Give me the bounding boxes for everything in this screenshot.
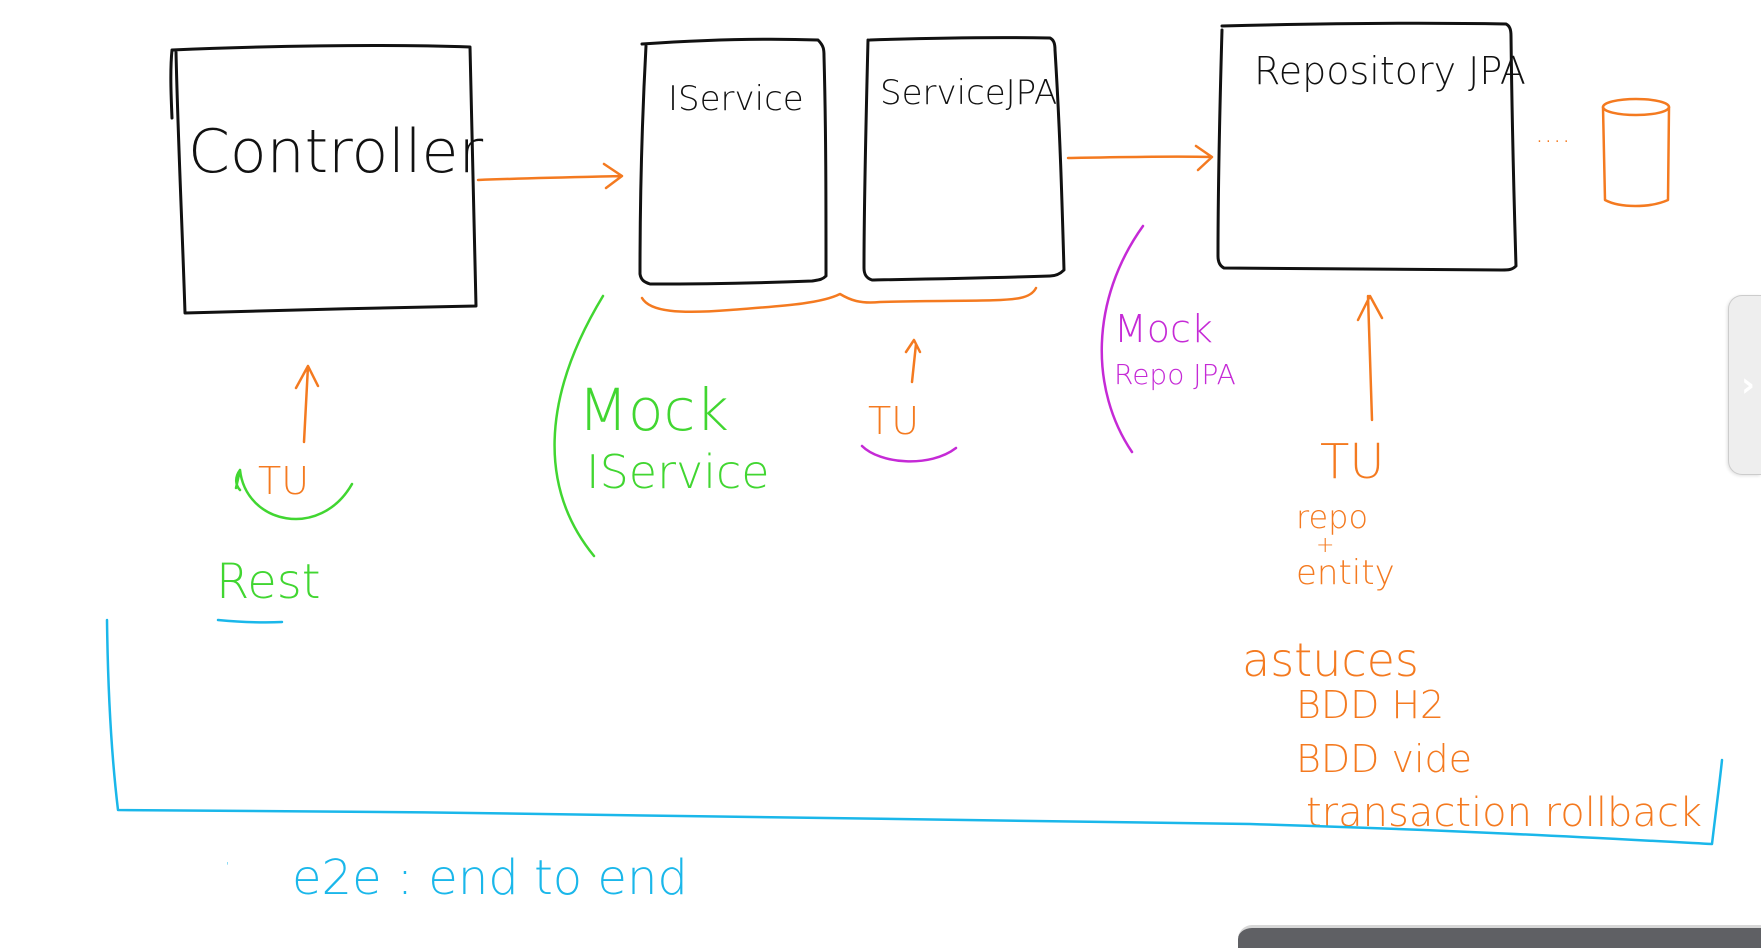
repository-jpa-label: Repository JPA [1254,49,1526,93]
rest-underline [216,618,284,624]
arrow-up-repository [1356,294,1384,422]
ellipsis: .... [1535,116,1571,149]
e2e-dot: ' [226,861,229,872]
tu-service-label: TU [868,399,919,443]
mock-repo-bracket [1100,224,1145,454]
bdd-vide-label: BDD vide [1296,737,1472,781]
mock-iservice-bracket [553,294,605,558]
database-icon [1601,97,1671,208]
arrow-servicejpa-to-repository [1066,144,1214,172]
mock-repo-line2: Repo JPA [1114,358,1236,391]
services-brace [640,286,1038,314]
arrow-controller-to-iservice [476,162,624,190]
repository-jpa-box: Repository JPA [1216,21,1526,272]
arrow-up-controller [294,364,320,444]
e2e-label: e2e : end to end [292,850,688,906]
mock-iservice-line2: IService [586,445,770,499]
arrow-up-service [904,338,922,384]
iservice-box: IService [638,37,828,286]
bottom-scrollbar[interactable] [1238,925,1761,948]
transaction-rollback-label: transaction rollback [1306,790,1702,836]
tu-controller-smile [234,468,354,521]
plus-label: + [1316,533,1334,558]
controller-label: Controller [188,117,483,187]
chevron-right-icon: › [1740,365,1755,405]
service-jpa-label: ServiceJPA [880,73,1057,113]
next-page-button[interactable]: › [1728,295,1761,475]
rest-label: Rest [216,554,321,610]
bdd-h2-label: BDD H2 [1296,683,1444,727]
mock-repo-line1: Mock [1114,307,1213,351]
astuces-label: astuces [1242,633,1419,687]
tu-repo-label: TU [1320,434,1384,490]
iservice-label: IService [668,79,804,119]
repo-label: repo [1296,498,1368,536]
entity-label: entity [1296,553,1395,593]
tu-controller-label: TU [258,459,309,503]
service-jpa-box: ServiceJPA [862,36,1066,282]
e2e-bracket [105,618,1724,846]
controller-box: Controller [169,44,483,315]
mock-iservice-line1: Mock [578,376,729,444]
tu-service-smile [860,444,958,463]
